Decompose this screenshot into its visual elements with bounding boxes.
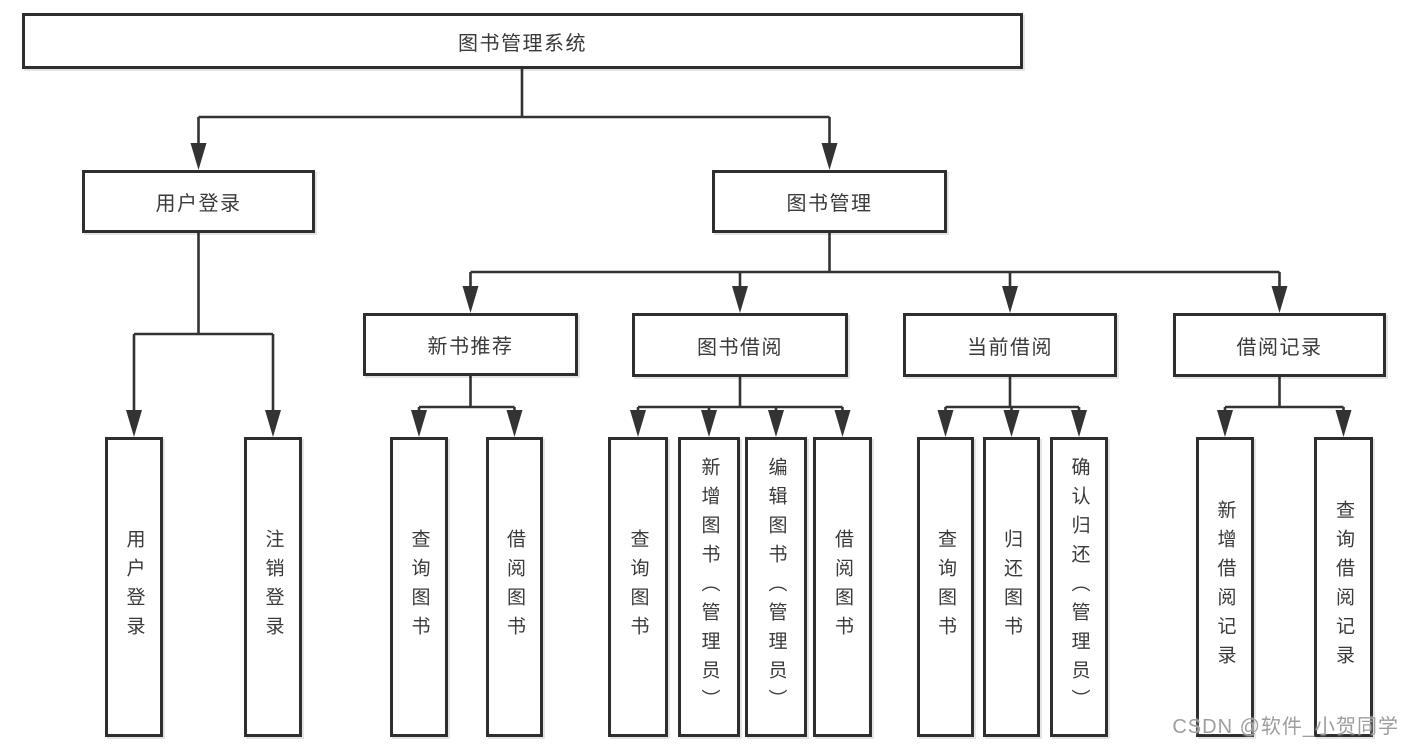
node-book-management-label: 图书管理 (786, 193, 873, 215)
node-current-borrow-label: 当前借阅 (967, 336, 1053, 359)
node-new-book-recommend: 新书推荐 (363, 313, 578, 376)
leaf-query-books-recommend: 查询图书 (390, 437, 448, 737)
leaf-query-books-borrow-label: 查询图书 (627, 529, 649, 645)
leaf-borrow-books-recommend-label: 借阅图书 (504, 529, 525, 645)
leaf-confirm-return-admin-label: 确认归还（管理员） (1068, 456, 1090, 718)
leaf-edit-book-admin-label: 编辑图书（管理员） (765, 456, 787, 718)
leaf-add-book-admin: 新增图书（管理员） (678, 437, 740, 737)
node-library-system-label: 图书管理系统 (458, 32, 587, 55)
node-current-borrow: 当前借阅 (903, 313, 1117, 377)
node-borrow-records: 借阅记录 (1173, 313, 1386, 377)
leaf-query-books-current: 查询图书 (917, 437, 974, 737)
node-borrow-records-label: 借阅记录 (1236, 336, 1323, 359)
csdn-watermark: CSDN @软件_小贺同学 (1172, 716, 1399, 738)
leaf-edit-book-admin: 编辑图书（管理员） (745, 437, 807, 737)
leaf-add-borrow-record: 新增借阅记录 (1196, 437, 1254, 737)
leaf-return-books: 归还图书 (983, 437, 1040, 737)
leaf-query-books-recommend-label: 查询图书 (408, 529, 430, 645)
node-user-login-label: 用户登录 (155, 193, 242, 215)
leaf-user-login-label: 用户登录 (123, 529, 145, 645)
node-book-borrow-label: 图书借阅 (697, 336, 783, 359)
leaf-logout-label: 注销登录 (262, 529, 284, 645)
leaf-user-login: 用户登录 (105, 437, 163, 737)
node-library-system: 图书管理系统 (22, 13, 1023, 69)
leaf-borrow-books-recommend: 借阅图书 (486, 437, 543, 737)
leaf-query-borrow-record-label: 查询借阅记录 (1333, 500, 1354, 674)
leaf-add-borrow-record-label: 新增借阅记录 (1214, 500, 1236, 674)
leaf-confirm-return-admin: 确认归还（管理员） (1050, 437, 1108, 737)
node-book-management: 图书管理 (712, 170, 947, 233)
leaf-logout: 注销登录 (244, 437, 302, 737)
leaf-query-books-current-label: 查询图书 (935, 529, 956, 645)
leaf-return-books-label: 归还图书 (1001, 529, 1022, 645)
node-user-login: 用户登录 (82, 170, 315, 233)
node-new-book-recommend-label: 新书推荐 (427, 336, 514, 358)
leaf-add-book-admin-label: 新增图书（管理员） (698, 456, 720, 718)
leaf-borrow-books-label: 借阅图书 (832, 529, 853, 645)
node-book-borrow: 图书借阅 (632, 313, 848, 377)
arrowheads (126, 143, 1352, 437)
leaf-query-borrow-record: 查询借阅记录 (1314, 437, 1373, 737)
leaf-query-books-borrow: 查询图书 (608, 437, 668, 737)
leaf-borrow-books: 借阅图书 (813, 437, 872, 737)
